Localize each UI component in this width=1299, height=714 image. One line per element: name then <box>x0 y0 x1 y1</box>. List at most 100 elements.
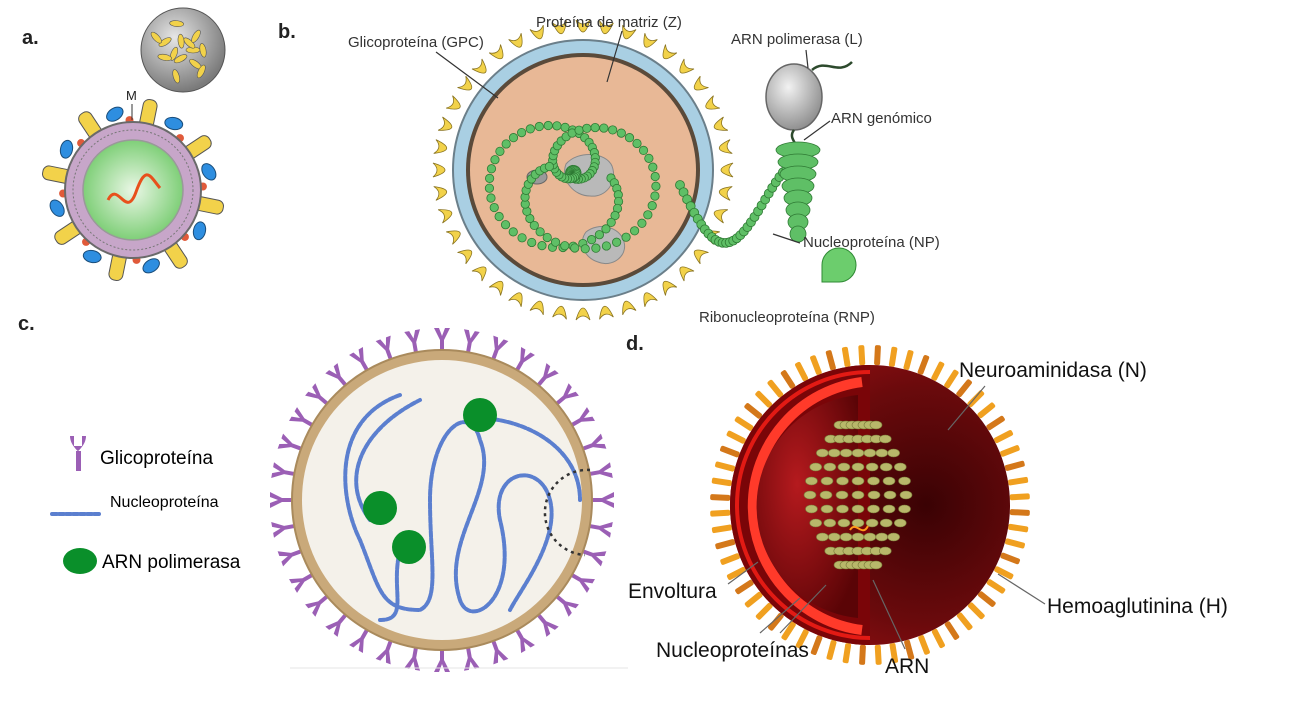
glycoprotein-gpc <box>471 266 487 282</box>
np-bead <box>517 233 527 243</box>
glycoprotein-gpc <box>508 33 523 48</box>
np-segment <box>839 532 853 542</box>
np-bead <box>650 171 660 182</box>
surface-spike <box>826 639 837 660</box>
np-bead <box>534 121 544 132</box>
glycoprotein-gpc <box>713 116 728 131</box>
surface-spike <box>1000 445 1020 457</box>
surface-spike <box>967 390 985 408</box>
legend-nucleoprotein: Nucleoproteína <box>110 494 219 511</box>
surface-spike <box>977 402 996 419</box>
arenavirus-virion <box>432 19 734 321</box>
np-bead <box>552 121 562 131</box>
np-bead <box>495 146 505 156</box>
np-segment <box>882 504 896 514</box>
glycoprotein-gpc <box>488 280 504 296</box>
surface-spike <box>859 644 866 665</box>
glycoprotein-spike <box>271 462 297 479</box>
np-segment <box>851 476 865 486</box>
glycoprotein-gpc <box>643 292 658 307</box>
np-segment <box>867 490 881 500</box>
glycoprotein-gpc <box>529 25 544 40</box>
np-bead <box>508 133 519 143</box>
glycoprotein-spike <box>270 492 294 508</box>
np-bead <box>629 226 640 236</box>
glycoprotein-gpc <box>508 292 523 307</box>
np-bead <box>582 123 592 133</box>
glycoprotein-gpc <box>693 75 709 91</box>
glycoprotein-gpc <box>433 186 448 201</box>
surface-spike <box>888 346 898 367</box>
glycoprotein-spike <box>325 363 349 388</box>
glycoprotein-gpc <box>718 139 733 154</box>
surface-spike <box>956 612 973 631</box>
panel-a-letter: a. <box>22 27 39 49</box>
glycoprotein-gpc <box>713 209 728 224</box>
np-segment <box>878 434 892 444</box>
surface-spike <box>956 379 972 398</box>
glycoprotein-spike <box>375 638 394 665</box>
np-segment <box>851 532 865 542</box>
np-bead <box>544 161 554 172</box>
np-bead <box>601 224 611 234</box>
glycoprotein-gpc <box>446 230 461 245</box>
rna-strand <box>106 173 162 204</box>
glycoprotein-gpc <box>433 139 448 154</box>
glycoprotein-gpc <box>457 75 473 91</box>
np-bead <box>527 237 537 248</box>
np-bead <box>560 241 570 251</box>
np-bead <box>574 125 584 135</box>
glycoprotein-spike <box>325 612 349 637</box>
virion-cross-section <box>42 99 224 281</box>
np-segment <box>820 476 834 486</box>
surface-spike <box>767 379 784 398</box>
np-segment <box>865 518 879 528</box>
panel-a: a. M <box>22 7 226 281</box>
np-segment <box>809 462 823 472</box>
legend-c: Glicoproteína Nucleoproteína ARN polimer… <box>50 436 241 574</box>
label-rnp: Ribonucleoproteína (RNP) <box>699 309 875 326</box>
surface-spike <box>1008 523 1029 533</box>
nucleoprotein-tail <box>675 159 795 248</box>
surface-spike <box>781 621 796 641</box>
np-bead <box>485 173 495 183</box>
rna-polymerase-l <box>765 63 823 131</box>
np-bead <box>550 237 561 247</box>
glycoprotein-spike <box>271 521 297 538</box>
glycoprotein-spike <box>535 363 559 388</box>
glycoprotein-spike <box>490 335 509 362</box>
surface-spike <box>994 566 1014 580</box>
surface-spike <box>744 591 763 608</box>
surface-spike <box>931 361 945 381</box>
panel-b: b. Glicoproteína (GPC) Proteína de matri… <box>278 14 940 326</box>
surface-spike <box>726 430 746 444</box>
surface-spike <box>918 635 930 655</box>
surface-spike <box>917 355 930 375</box>
surface-spike <box>874 644 882 665</box>
glycoprotein-gpc <box>622 300 637 315</box>
surface-protein <box>172 69 180 84</box>
glycoprotein-gpc <box>552 305 567 320</box>
surface-protein-blue <box>82 249 102 264</box>
np-bead <box>490 155 500 165</box>
surface-protein <box>191 29 201 43</box>
polymerase-legend-icon <box>63 548 97 574</box>
glycoprotein-gpc <box>622 25 637 40</box>
np-segment <box>827 532 841 542</box>
np-segment <box>820 504 834 514</box>
glycoprotein-spike <box>305 383 330 407</box>
surface-spike <box>735 579 754 595</box>
surface-protein-blue <box>49 199 65 217</box>
surface-spike <box>755 602 773 620</box>
glycoprotein-gpc <box>552 20 567 35</box>
glycoprotein-spike <box>434 328 450 352</box>
np-bead <box>621 232 631 242</box>
glycoprotein-gpc <box>720 162 734 178</box>
surface-spike <box>1004 538 1025 549</box>
panel-c-letter: c. <box>18 313 35 335</box>
np-bead <box>501 139 511 149</box>
np-segment <box>823 518 837 528</box>
legend-glycoprotein: Glicoproteína <box>100 448 213 469</box>
surface-protein <box>150 31 162 44</box>
np-segment <box>893 518 907 528</box>
